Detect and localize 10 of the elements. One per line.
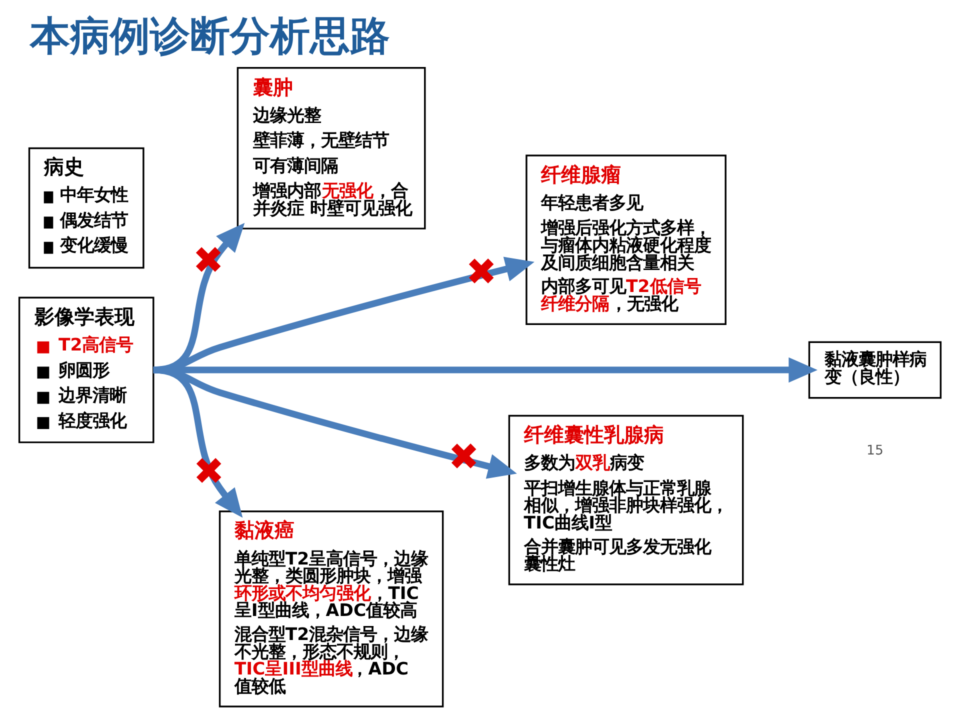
node-box: 囊肿 边缘光整 壁菲薄，无壁结节 可有薄间隔 增强内部无强化，合并炎症 时壁可见强化 <box>236 67 426 230</box>
arrow <box>153 366 243 518</box>
node-box: 黏液囊肿样病变（良性） <box>808 341 942 399</box>
node-box: 黏液癌 单纯型T2呈高信号，边缘光整，类圆形肿块，增强环形或不均匀强化，TIC呈I型曲线，ADC值较高 混合型T2混杂信号，边缘不光整，形态不规则，TIC呈III型曲线，ADC值较低 <box>218 510 444 708</box>
node-box: 纤维腺瘤 年轻患者多见 增强后强化方式多样，与瘤体内粘液硬化程度及间质细胞含量相关 内部多可见T2低信号纤维分隔，无强化 <box>526 154 726 326</box>
node-box: 病史 中年女性 偶发结节 变化缓慢 <box>28 147 144 269</box>
label: 15 <box>866 443 884 458</box>
node-box: 影像学表现 T2高信号 卵圆形 边界清晰 轻度强化 <box>18 296 154 444</box>
node-box: 纤维囊性乳腺病 多数为双乳病变 平扫增生腺体与正常乳腺相似，增强非肿块样强化，TIC曲线I型 合并囊肿可见多发无强化囊性灶 <box>508 414 744 586</box>
diagram-title: 本病例诊断分析思路 <box>30 13 390 60</box>
